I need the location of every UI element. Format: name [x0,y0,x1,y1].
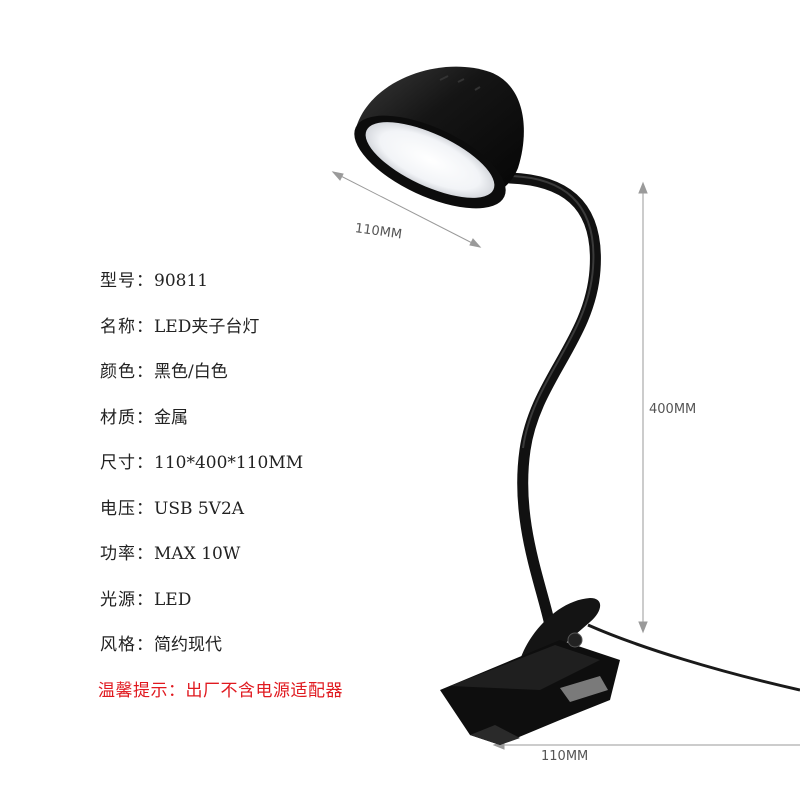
dimension-line-height [638,181,648,634]
spec-list: 型号：90811 名称：LED夹子台灯 颜色：黑色/白色 材质：金属 尺寸：11… [100,268,303,678]
spec-row-name: 名称：LED夹子台灯 [100,316,260,337]
spec-row-style: 风格：简约现代 [100,635,222,655]
spec-row-power: 功率：MAX 10W [100,544,241,564]
dimension-line-head-width [331,171,482,248]
dimension-clip-width-label: 110MM [541,749,589,764]
lamp-head [354,66,524,209]
led-panel [365,122,495,198]
dimension-line-clip-width [492,740,800,750]
dimension-height-label: 400MM [649,402,697,417]
spec-row-light-source: 光源：LED [100,589,192,610]
spec-row-voltage: 电压：USB 5V2A [100,498,245,519]
gooseneck-arm [504,172,601,631]
clip-base [440,598,620,745]
spec-row-material: 材质：金属 [100,407,188,428]
spec-row-color: 颜色：黑色/白色 [100,362,228,382]
power-cable [587,623,800,692]
spec-row-model: 型号：90811 [100,271,209,291]
notice-text: 温馨提示：出厂不含电源适配器 [98,681,343,701]
spec-row-size: 尺寸：110*400*110MM [100,453,304,473]
